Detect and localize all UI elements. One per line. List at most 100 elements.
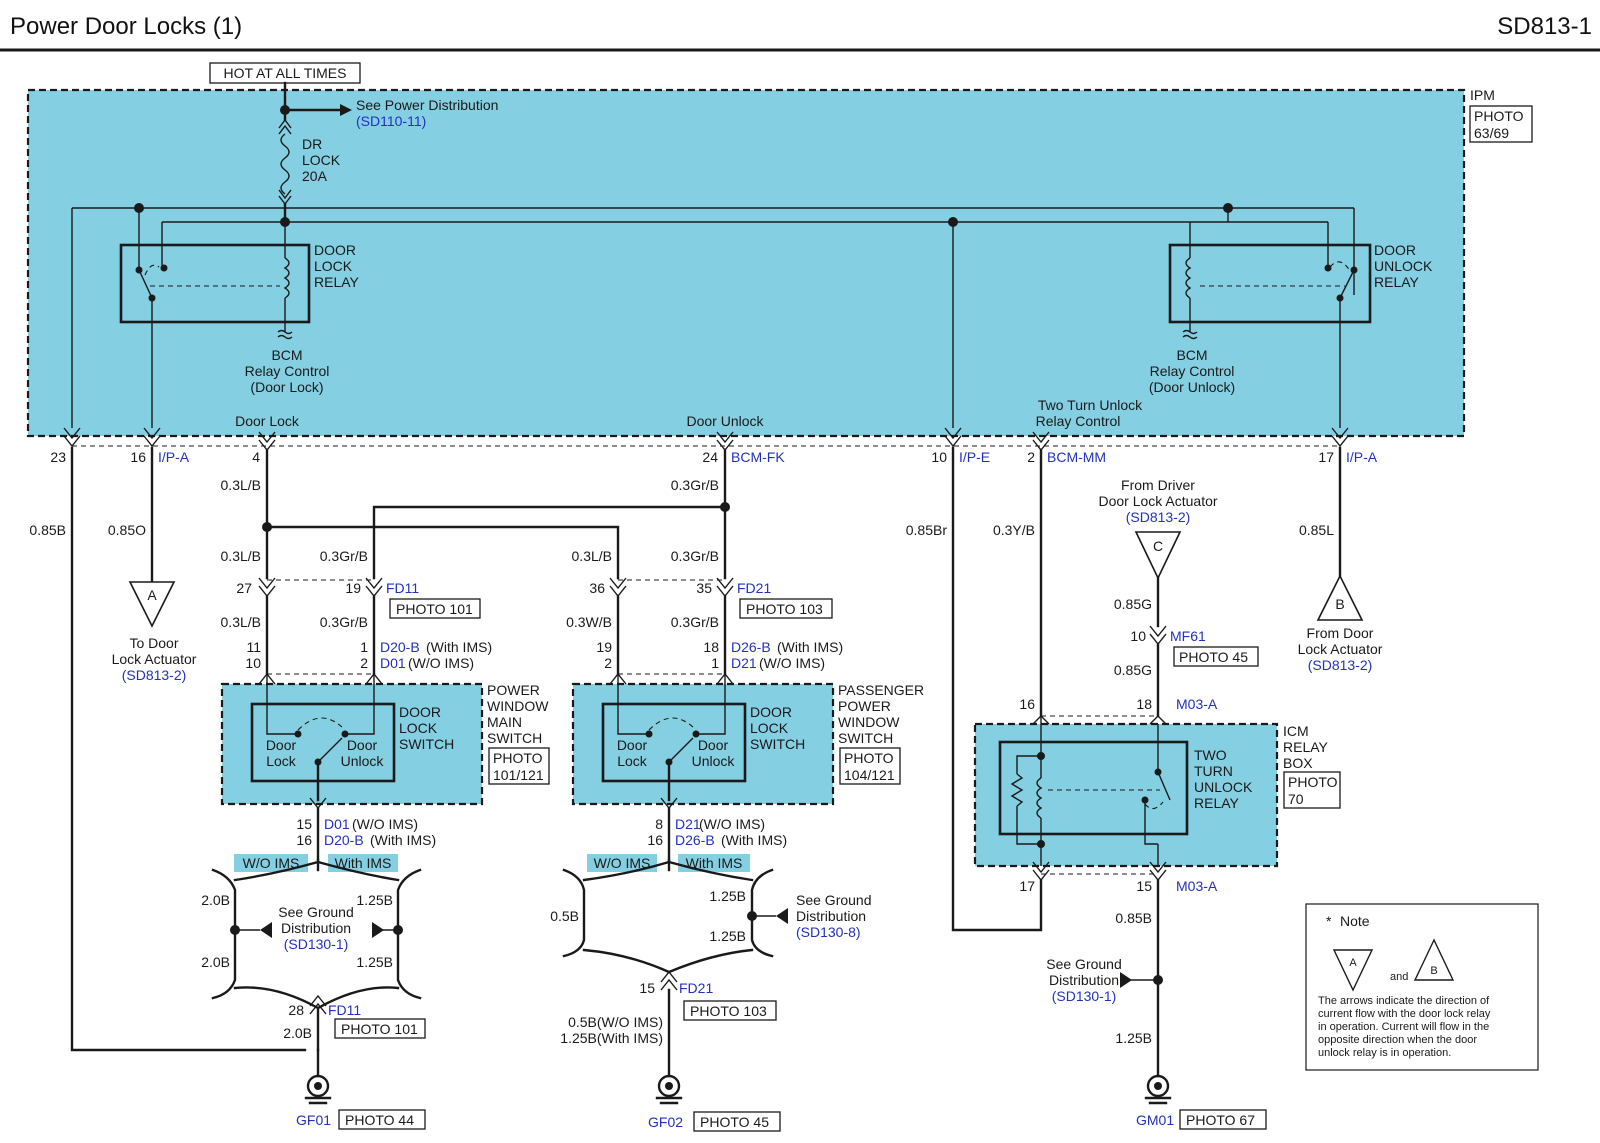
power-feed [278,81,352,224]
pwms-title-2: WINDOW [487,698,549,714]
page-code: SD813-1 [1497,13,1592,40]
triangle-c-letter: C [1153,538,1163,554]
ppws-photo-1: PHOTO [844,750,894,766]
icm-mf61: MF61 [1170,628,1206,644]
door-unlock-label: Door Unlock [686,413,764,429]
pwms-unlock-2: Unlock [341,753,385,769]
icm-name-3: BOX [1283,755,1313,771]
icm-pin15: 15 [1136,878,1152,894]
gnd-mid-w05wo: 0.5B(W/O IMS) [568,1014,663,1030]
pwms-sw-3: SWITCH [399,736,454,752]
pwms-photo-1: PHOTO [493,750,543,766]
ppws-pin19: 19 [596,639,612,655]
icm-two-turn-relay [998,715,1189,866]
icm-ref: (SD130-1) [1052,988,1117,1004]
gnd-left-w20b: 2.0B [201,954,230,970]
tri-b-text-2: Lock Actuator [1298,641,1383,657]
pin-16: 16 [130,449,146,465]
icm-relay-3: UNLOCK [1194,779,1253,795]
gnd-left-with: With IMS [335,855,392,871]
triangle-c [1134,531,1182,580]
ground-gf02 [655,1074,683,1105]
door-lock-relay [119,208,311,428]
triangle-a-letter: A [147,587,157,603]
icm-name-2: RELAY [1283,739,1329,755]
pwms-pin15: 15 [296,816,312,832]
bcm-lock-label-1: BCM [271,347,302,363]
gf02-photo: PHOTO 45 [700,1114,769,1130]
icm-pin18: 18 [1136,696,1152,712]
icm-relay-1: TWO [1194,747,1227,763]
wire-label-085o: 0.85O [108,522,146,538]
note-title: Note [1340,913,1370,929]
ppws-title-1: PASSENGER [838,682,924,698]
ipm-label: IPM [1470,87,1495,103]
wire-label-085l: 0.85L [1299,522,1334,538]
icm-relay-4: RELAY [1194,795,1240,811]
gnd-mid-pin15: 15 [639,980,655,996]
pwms-sw-2: LOCK [399,720,438,736]
conn-b-name: FD21 [737,580,771,596]
power-dist-label: See Power Distribution [356,97,498,113]
gnd-left-w125b: 1.25B [356,954,393,970]
ipm-bus [71,203,1355,428]
lock-unlock-wiring [262,448,730,580]
lock-relay-label-2: LOCK [314,258,353,274]
gnd-left-ref: (SD130-1) [284,936,349,952]
ground-gm01 [1144,1074,1172,1105]
pwms-conn1-suffix: (With IMS) [426,639,492,655]
conn-bcm-fk: BCM-FK [731,449,785,465]
gnd-left-w125a: 1.25B [356,892,393,908]
icm-m03a: M03-A [1176,696,1218,712]
note-tri-b-letter: B [1430,965,1437,977]
conn-a-pin27: 27 [236,580,252,596]
conn-a-photo-box [389,598,481,619]
note-asterisk: * [1326,913,1332,929]
wire-label-03lb-top: 0.3L/B [221,477,261,493]
ppws-switch [601,672,747,862]
ppws-pin8: 8 [655,816,663,832]
fuse-label-1: DR [302,136,322,152]
wire-label-03lb-a: 0.3L/B [221,548,261,564]
tri-a-text-2: Lock Actuator [112,651,197,667]
ppws-bot2-suffix: (With IMS) [721,832,787,848]
icm-m03a-b: M03-A [1176,878,1218,894]
ppws-pin1: 1 [711,655,719,671]
wire-label-085g-b: 0.85G [1114,662,1152,678]
door-lock-label: Door Lock [235,413,300,429]
gnd-mid-w125a: 1.25B [709,888,746,904]
note-box: * Note A and B The arrows indicate the d… [1305,903,1539,1071]
gm01-photo: PHOTO 67 [1186,1112,1255,1128]
ppws-photo-box [839,747,901,785]
gnd-mid-see-1: See Ground [796,892,872,908]
icm-photo-box [1283,771,1341,809]
lock-relay-label-3: RELAY [314,274,360,290]
pwms-bot2-suffix: (With IMS) [370,832,436,848]
bcm-lock-label-2: Relay Control [245,363,330,379]
conn-b-pin36: 36 [589,580,605,596]
icm-pin10: 10 [1130,628,1146,644]
bcm-unlock-label-2: Relay Control [1150,363,1235,379]
bcm-unlock-label-3: (Door Unlock) [1149,379,1235,395]
pwms-pin2: 2 [360,655,368,671]
from-driver-1: From Driver [1121,477,1195,493]
gnd-mid-w05: 0.5B [550,908,579,924]
tri-a-text-1: To Door [129,635,178,651]
icm-photo45: PHOTO 45 [1179,649,1248,665]
tri-b-text-1: From Door [1307,625,1374,641]
wire-label-03grb-a: 0.3Gr/B [320,548,368,564]
ppws-unlock-1: Door [698,737,729,753]
gnd-mid-wo-tag [587,854,657,872]
pwms-bot1-suffix: (W/O IMS) [352,816,418,832]
gnd-left-photo: PHOTO 101 [341,1021,418,1037]
fuse-label-3: 20A [302,168,328,184]
gm01-photo-box [1179,1109,1267,1130]
ppws-pin16: 16 [647,832,663,848]
two-turn-label-1: Two Turn Unlock [1038,397,1143,413]
ppws-pin2: 2 [604,655,612,671]
icm-pin17: 17 [1019,878,1035,894]
gf01-photo-box [338,1109,426,1130]
gm01-label: GM01 [1136,1112,1174,1128]
